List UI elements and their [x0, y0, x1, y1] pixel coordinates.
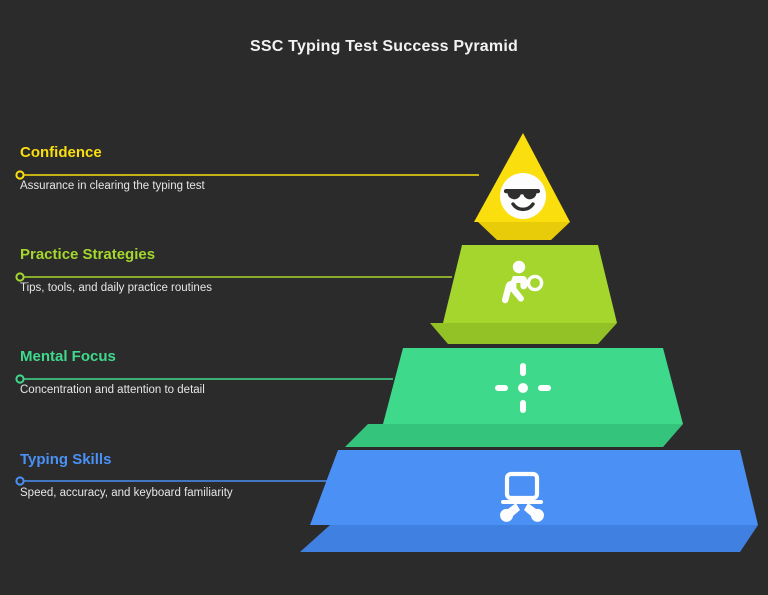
connector-mental-focus: [15, 374, 393, 384]
tier-base-typing-skills: [300, 525, 758, 552]
tier-title-typing-skills: Typing Skills: [20, 451, 112, 468]
tier-base-mental-focus: [345, 424, 683, 447]
tier-description-mental-focus: Concentration and attention to detail: [20, 384, 205, 396]
tier-base-practice-strategies: [430, 323, 617, 344]
pyramid-tier-practice-strategies[interactable]: [430, 245, 617, 344]
tier-base-confidence: [478, 222, 570, 240]
page-title: SSC Typing Test Success Pyramid: [250, 38, 518, 55]
tier-label-mental-focus: Mental Focus Concentration and attention…: [20, 348, 235, 398]
tier-face-mental-focus: [383, 348, 683, 424]
tier-label-confidence: Confidence Assurance in clearing the typ…: [20, 144, 235, 194]
tier-label-practice-strategies: Practice Strategies Tips, tools, and dai…: [20, 246, 235, 296]
tier-title-practice-strategies: Practice Strategies: [20, 246, 156, 263]
tier-description-typing-skills: Speed, accuracy, and keyboard familiarit…: [20, 487, 233, 499]
tier-label-typing-skills: Typing Skills Speed, accuracy, and keybo…: [20, 451, 235, 501]
pyramid-tier-confidence[interactable]: [474, 133, 570, 240]
connector-typing-skills: [15, 476, 332, 486]
tier-face-typing-skills: [310, 450, 758, 525]
tier-title-mental-focus: Mental Focus: [20, 348, 116, 365]
pyramid-tier-mental-focus[interactable]: [345, 348, 683, 447]
pyramid-tier-typing-skills[interactable]: [300, 450, 758, 552]
tier-title-confidence: Confidence: [20, 144, 102, 161]
laptop-typing-hands-icon: [500, 471, 544, 522]
connector-confidence: [15, 170, 479, 180]
connector-practice-strategies: [15, 272, 452, 282]
sunglasses-face-icon: [500, 173, 546, 219]
boxing-person-icon: [501, 260, 544, 304]
tier-description-practice-strategies: Tips, tools, and daily practice routines: [20, 282, 212, 294]
crosshair-focus-icon: [495, 363, 551, 413]
tier-description-confidence: Assurance in clearing the typing test: [20, 180, 205, 192]
